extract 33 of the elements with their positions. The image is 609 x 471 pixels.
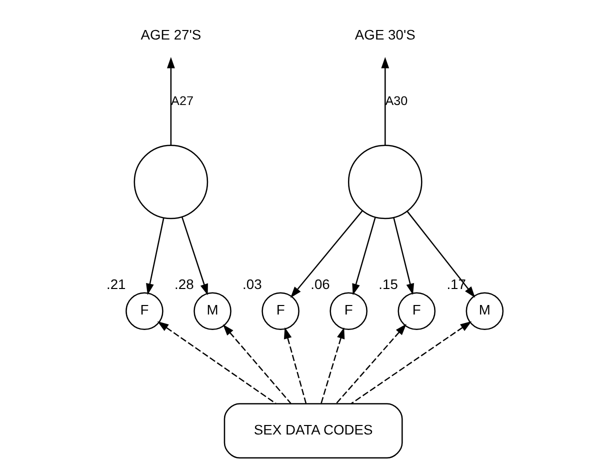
node-text: AGE 30'S bbox=[354, 26, 416, 42]
node-label: .06 bbox=[310, 276, 330, 292]
arrow bbox=[320, 327, 345, 404]
node-circle: F bbox=[126, 292, 164, 330]
node-label: .15 bbox=[378, 276, 398, 292]
arrow bbox=[406, 210, 476, 298]
arrow bbox=[166, 56, 175, 146]
arrow bbox=[350, 321, 472, 404]
node-circle: F bbox=[262, 292, 300, 330]
node-label: .21 bbox=[106, 276, 126, 292]
node-label: .03 bbox=[242, 276, 262, 292]
node-text: AGE 27'S bbox=[140, 26, 202, 42]
arrow bbox=[393, 218, 414, 295]
node-label: .17 bbox=[446, 276, 466, 292]
edge-label: A30 bbox=[385, 94, 408, 108]
arrow bbox=[284, 327, 307, 404]
arrow bbox=[290, 210, 363, 298]
node-circle: F bbox=[398, 292, 436, 330]
node-circle: F bbox=[330, 292, 368, 330]
edge-label: A27 bbox=[171, 94, 194, 108]
arrow bbox=[381, 56, 390, 146]
arrow bbox=[157, 321, 276, 404]
arrow bbox=[336, 324, 406, 404]
node-circle bbox=[134, 144, 208, 220]
node-circle: M bbox=[466, 292, 504, 330]
arrow bbox=[352, 217, 376, 296]
arrow bbox=[222, 324, 292, 404]
arrow bbox=[146, 218, 164, 295]
node-box: SEX DATA CODES bbox=[224, 403, 403, 459]
node-circle: M bbox=[194, 292, 232, 330]
node-circle bbox=[348, 144, 422, 220]
node-label: .28 bbox=[174, 276, 194, 292]
arrow bbox=[181, 216, 208, 296]
